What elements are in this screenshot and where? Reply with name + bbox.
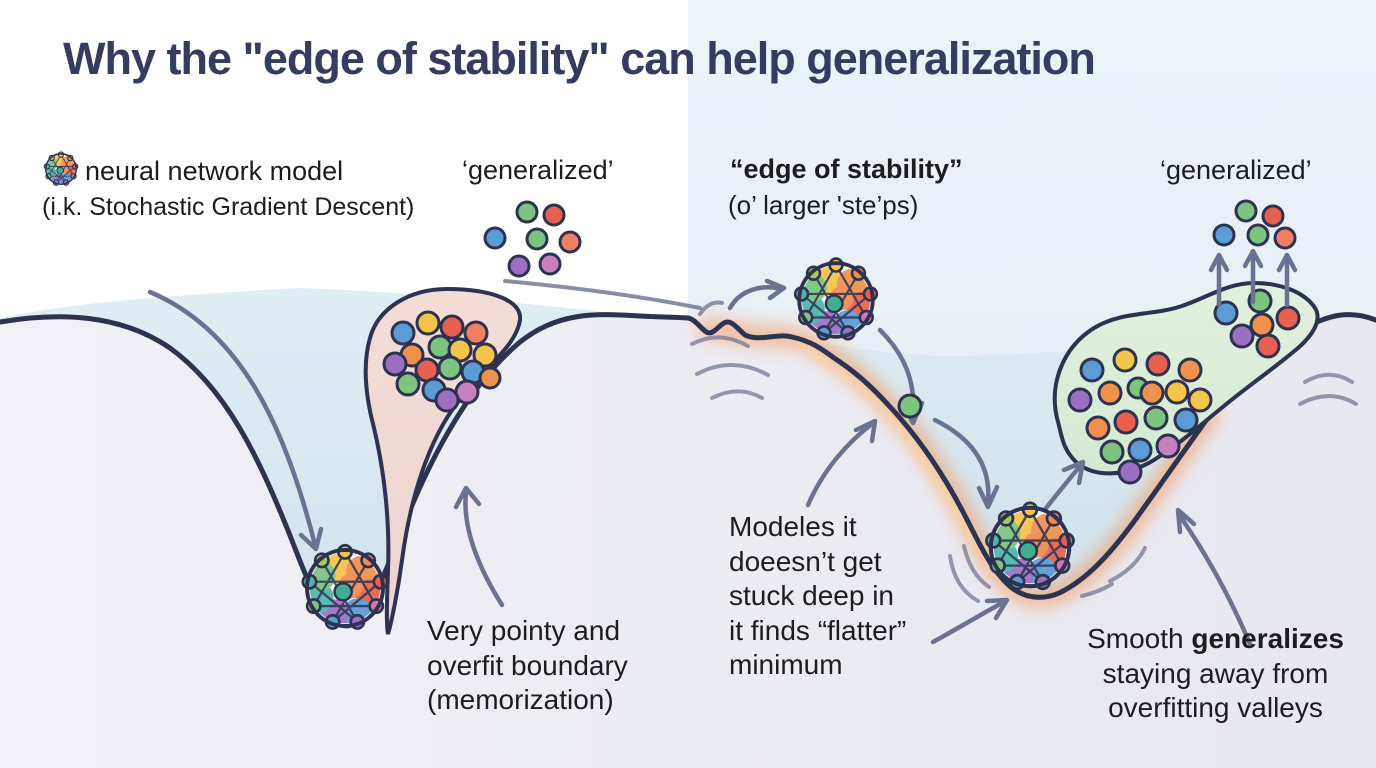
smooth-caption-line1: Smooth generalizes [1068, 622, 1363, 657]
bottom-approach-arrow [930, 597, 1010, 645]
ridge-motion-line [503, 279, 702, 310]
up-arrows [1208, 248, 1298, 308]
smooth-caption-line2: staying away from [1102, 657, 1329, 689]
modeles-arrow [805, 418, 878, 508]
bounce-arc-small [698, 300, 724, 316]
left-caption-line: overfit boundary [427, 649, 628, 681]
flatter-caption-line: minimum [729, 649, 843, 680]
left-caption-line: Very pointy and [427, 615, 621, 646]
generalized-label-left: ‘generalized’ [462, 155, 614, 185]
model-label: neural network model [85, 156, 344, 186]
blob-upper-dots [1213, 288, 1301, 359]
step-arrow-2 [932, 417, 1000, 510]
page-title: Why the "edge of stability" can help gen… [63, 33, 1096, 84]
edge-of-stability-sublabel: (o’ larger 'ste’ps) [728, 190, 919, 220]
bounce-arrow [727, 278, 787, 311]
generalized-dots-left [483, 200, 582, 278]
descent-arrow [147, 289, 324, 552]
edge-of-stability-label: “edge of stability” [730, 154, 963, 184]
smooth-caption: Smooth generalizes staying away from ove… [1068, 622, 1363, 726]
flatter-caption-line: it finds “flatter” [729, 614, 907, 646]
motion-arcs-bottom [948, 544, 1147, 603]
terrain-fill [0, 314, 1376, 768]
sgd-step-dot [897, 393, 923, 419]
generalized-label-right: ‘generalized’ [1160, 155, 1312, 185]
generalized-dots-right [1212, 199, 1297, 250]
flatter-caption-line: Modeles it [729, 511, 857, 542]
motion-arcs-hill [1298, 372, 1358, 406]
flatter-minimum-caption: Modeles it doeesn’t get stuck deep in it… [729, 510, 906, 683]
teardrop-arrow [453, 485, 505, 608]
flatter-caption-line: stuck deep in [729, 580, 894, 611]
left-caption: Very pointy and overfit boundary (memori… [427, 614, 628, 718]
smooth-caption-line3: overfitting valleys [1108, 692, 1323, 723]
teardrop-data-dots [382, 310, 502, 413]
generalizes-word: generalizes [1191, 623, 1344, 654]
smooth-arrow [1175, 507, 1253, 647]
smooth-prefix: Smooth [1087, 623, 1184, 654]
motion-arcs-crest [690, 335, 770, 400]
blob-data-dots [1067, 347, 1213, 485]
annotation-arrows [147, 278, 1358, 647]
model-sublabel: (i.k. Stochastic Gradient Descent) [42, 193, 415, 221]
flatter-caption-line: doeesn’t get [729, 545, 882, 577]
left-caption-line: (memorization) [427, 684, 614, 715]
